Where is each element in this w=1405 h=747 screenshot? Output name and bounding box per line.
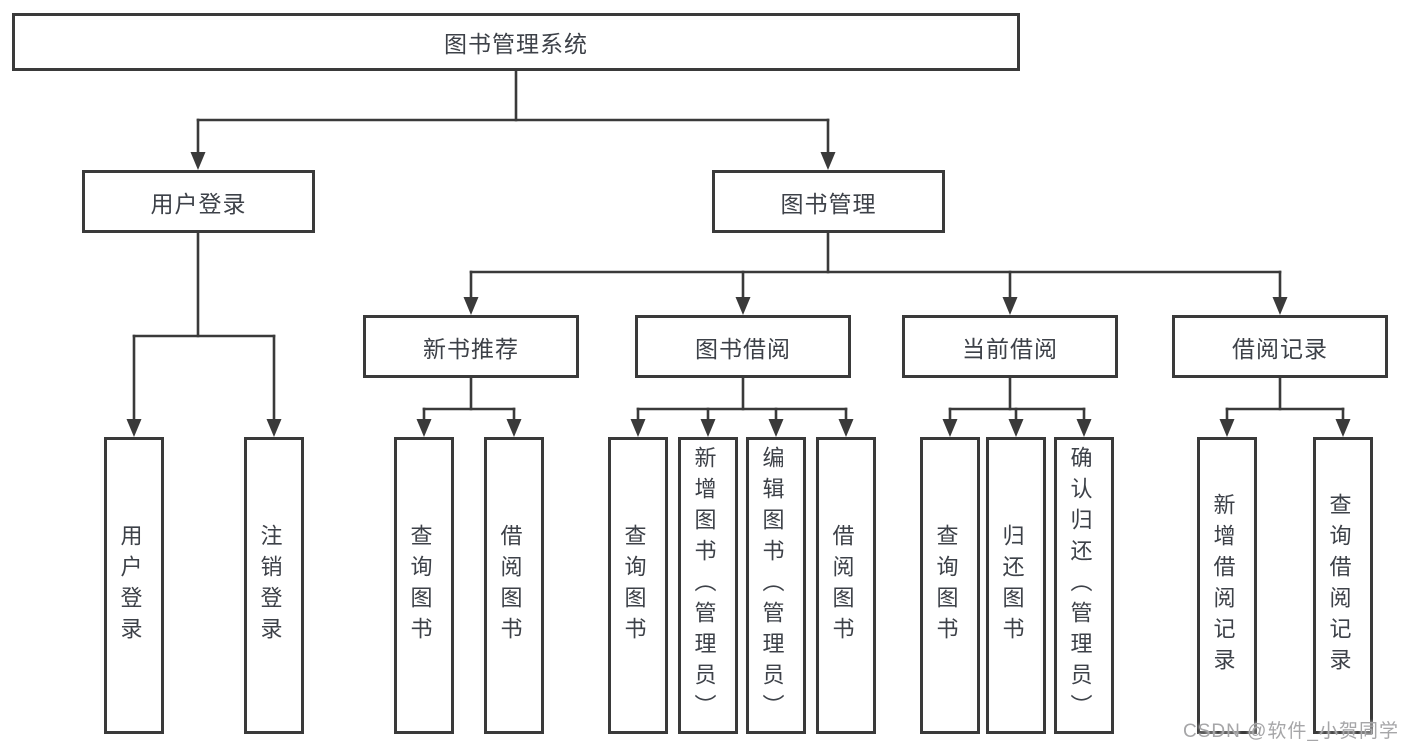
node-library-management-system: 图书管理系统 — [12, 13, 1020, 71]
node-label: 查询图书 — [621, 523, 647, 648]
node-label: 编辑图书（管理员） — [759, 446, 785, 725]
node-label: 图书管理 — [780, 190, 877, 217]
node-label: 借阅记录 — [1232, 335, 1328, 362]
node-label: 查询图书 — [933, 523, 959, 648]
leaf-user-login: 用户登录 — [104, 437, 164, 734]
node-label: 新增借阅记录 — [1210, 492, 1236, 679]
leaf-borrow-books: 借阅图书 — [816, 437, 876, 734]
leaf-return-books: 归还图书 — [986, 437, 1046, 734]
leaf-query-books-borrow: 查询图书 — [608, 437, 668, 734]
node-label: 新增图书（管理员） — [691, 446, 717, 725]
leaf-query-books-current: 查询图书 — [920, 437, 980, 734]
leaf-logout: 注销登录 — [244, 437, 304, 734]
node-user-login: 用户登录 — [82, 170, 315, 233]
node-label: 借阅图书 — [497, 523, 523, 648]
node-label: 用户登录 — [117, 523, 143, 648]
node-label: 确认归还（管理员） — [1067, 446, 1093, 725]
leaf-add-borrow-record: 新增借阅记录 — [1197, 437, 1257, 734]
node-label: 借阅图书 — [829, 523, 855, 648]
leaf-borrow-books-recommend: 借阅图书 — [484, 437, 544, 734]
watermark: CSDN @软件_小贺同学 — [1183, 721, 1399, 742]
leaf-edit-books-admin: 编辑图书（管理员） — [746, 437, 806, 734]
node-book-borrowing: 图书借阅 — [635, 315, 851, 378]
node-label: 查询图书 — [407, 523, 433, 648]
node-label: 查询借阅记录 — [1326, 492, 1352, 679]
node-current-borrowing: 当前借阅 — [902, 315, 1118, 378]
node-borrowing-records: 借阅记录 — [1172, 315, 1388, 378]
leaf-query-borrow-record: 查询借阅记录 — [1313, 437, 1373, 734]
node-label: 归还图书 — [999, 523, 1025, 648]
node-book-management: 图书管理 — [712, 170, 945, 233]
leaf-add-books-admin: 新增图书（管理员） — [678, 437, 738, 734]
node-label: 图书借阅 — [695, 335, 791, 362]
leaf-confirm-return-admin: 确认归还（管理员） — [1054, 437, 1114, 734]
node-label: 注销登录 — [257, 523, 283, 648]
node-label: 新书推荐 — [423, 335, 519, 362]
node-label: 用户登录 — [150, 190, 247, 217]
node-new-book-recommendation: 新书推荐 — [363, 315, 579, 378]
node-label: 当前借阅 — [962, 335, 1058, 362]
leaf-query-books-recommend: 查询图书 — [394, 437, 454, 734]
node-label: 图书管理系统 — [444, 31, 588, 57]
